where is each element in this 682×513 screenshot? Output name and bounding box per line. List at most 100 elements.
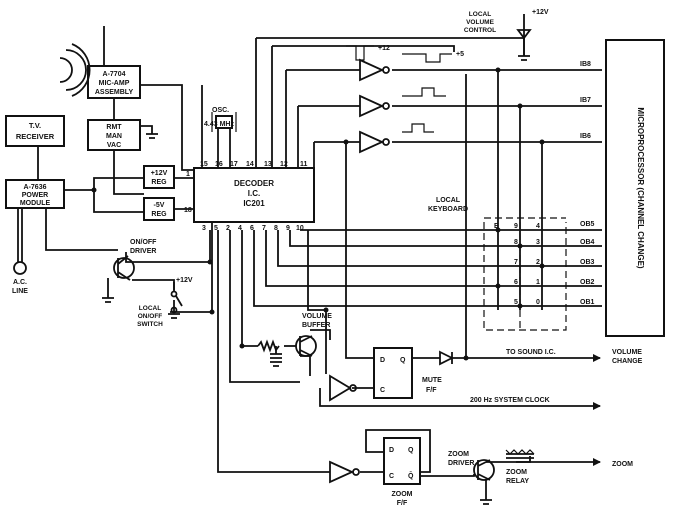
svg-text:14: 14 — [246, 161, 254, 168]
inverter-mute — [329, 374, 357, 402]
svg-text:IB8: IB8 — [580, 61, 591, 68]
system-clock-label: 200 Hz SYSTEM CLOCK — [470, 397, 550, 404]
wiring — [17, 26, 602, 500]
power-module-box: A-7636 POWER MODULE — [5, 179, 65, 209]
svg-text:ZOOM: ZOOM — [392, 491, 413, 498]
svg-text:F/F: F/F — [397, 500, 408, 507]
svg-text:16: 16 — [215, 161, 223, 168]
svg-text:VAC: VAC — [107, 142, 121, 149]
remote-signal-waves — [59, 43, 91, 97]
to-sound-ic-label: TO SOUND I.C. — [506, 349, 556, 356]
svg-text:ASSEMBLY: ASSEMBLY — [95, 89, 134, 96]
svg-text:15: 15 — [200, 161, 208, 168]
onoff-switch — [170, 282, 183, 314]
volume-buffer-label-1: VOLUME — [302, 313, 332, 320]
svg-text:OB1: OB1 — [580, 299, 595, 306]
volume-control-pot — [516, 14, 532, 56]
decoder-pin-numbers: 15 16 17 14 13 12 11 1 18 3 5 2 4 6 7 8 … — [184, 161, 308, 232]
svg-text:11: 11 — [300, 161, 308, 168]
local-keyboard-label-2: KEYBOARD — [428, 206, 468, 213]
tv-receiver-box: T.V. RECEIVER — [5, 115, 65, 147]
zoom-out-label: ZOOM — [612, 461, 633, 468]
svg-text:E: E — [494, 223, 499, 230]
svg-text:IB7: IB7 — [580, 97, 591, 104]
zoom-relay-label-2: RELAY — [506, 478, 529, 485]
plus5-pulse-label: +5 — [456, 51, 464, 58]
svg-text:MAN: MAN — [106, 133, 122, 140]
svg-text:F/F: F/F — [426, 387, 437, 394]
svg-text:17: 17 — [230, 161, 238, 168]
zoom-relay-label-1: ZOOM — [506, 469, 527, 476]
svg-text:MODULE: MODULE — [20, 200, 51, 207]
svg-text:I.C.: I.C. — [248, 189, 260, 198]
svg-text:18: 18 — [184, 207, 192, 214]
svg-text:5: 5 — [514, 299, 518, 306]
osc-label-2: OSC. — [212, 107, 229, 114]
local-onoff-label-3: SWITCH — [137, 321, 163, 328]
plus12-pulse-label: +12 — [378, 45, 390, 52]
decoder-ic-box: DECODER I.C. IC201 — [193, 167, 315, 223]
volume-buffer-label-2: BUFFER — [302, 322, 330, 329]
svg-text:POWER: POWER — [22, 192, 48, 199]
microprocessor-box: MICROPROCESSOR (CHANNEL CHANGE) — [605, 39, 665, 337]
labels: 4.43 MHz OSC. A.C. LINE ON/OFF DRIVER +1… — [12, 9, 643, 485]
svg-text:RECEIVER: RECEIVER — [16, 132, 55, 141]
svg-text:8: 8 — [514, 239, 518, 246]
bus-signal-labels: IB8 IB7 IB6 OB5 OB4 OB3 OB2 OB1 — [580, 61, 595, 306]
mute-diode — [439, 350, 455, 366]
svg-text:13: 13 — [264, 161, 272, 168]
svg-text:OB3: OB3 — [580, 259, 595, 266]
svg-text:4: 4 — [238, 225, 242, 232]
svg-text:4: 4 — [536, 223, 540, 230]
svg-text:9: 9 — [514, 223, 518, 230]
local-onoff-label-1: LOCAL — [139, 305, 161, 312]
svg-text:Q: Q — [408, 447, 414, 454]
svg-text:D: D — [380, 357, 385, 364]
inverter-ib6 — [359, 130, 390, 154]
ground-symbols — [102, 55, 530, 505]
svg-text:10: 10 — [296, 225, 304, 232]
svg-text:+12V: +12V — [151, 170, 168, 177]
plus12v-top-label: +12V — [532, 9, 549, 16]
svg-text:MICROPROCESSOR (CHANNEL CHANGE: MICROPROCESSOR (CHANNEL CHANGE) — [636, 107, 645, 269]
local-volume-label-2: VOLUME — [466, 19, 494, 26]
svg-text:6: 6 — [514, 279, 518, 286]
onoff-driver-transistor — [113, 255, 135, 281]
zoom-driver-transistor — [473, 459, 495, 481]
ac-line-label-2: LINE — [12, 288, 28, 295]
svg-text:MUTE: MUTE — [422, 377, 442, 384]
volume-buffer-transistor — [257, 335, 317, 359]
svg-text:12: 12 — [280, 161, 288, 168]
inverter-ib7 — [359, 94, 390, 118]
zoom-driver-label-1: ZOOM — [448, 451, 469, 458]
reg-5v-box: -5V REG — [143, 197, 175, 221]
svg-text:1: 1 — [186, 171, 190, 178]
ac-line-plug — [13, 261, 27, 275]
svg-text:OB4: OB4 — [580, 239, 595, 246]
inverter-zoom — [329, 460, 360, 484]
mute-ff-box: D Q C MUTE F/F — [373, 347, 442, 399]
svg-text:DECODER: DECODER — [234, 179, 274, 188]
svg-text:3: 3 — [202, 225, 206, 232]
svg-text:RMT: RMT — [106, 124, 122, 131]
rmt-vac-box: RMT MAN VAC — [87, 119, 141, 151]
volume-change-label-1: VOLUME — [612, 349, 642, 356]
local-keyboard-label-1: LOCAL — [436, 197, 461, 204]
local-onoff-label-2: ON/OFF — [138, 313, 163, 320]
plus12v-switch-label: +12V — [176, 277, 193, 284]
local-volume-label-3: CONTROL — [464, 27, 496, 34]
svg-text:OB2: OB2 — [580, 279, 595, 286]
inverter-ib8 — [359, 58, 390, 82]
svg-text:9: 9 — [286, 225, 290, 232]
local-volume-label-1: LOCAL — [469, 11, 491, 18]
svg-text:REG: REG — [151, 211, 167, 218]
keyboard-matrix — [483, 217, 567, 331]
zoom-ff-box: D Q C Q̄ ZOOM F/F — [383, 437, 421, 507]
svg-text:2: 2 — [226, 225, 230, 232]
crystal-oscillator — [211, 112, 237, 132]
svg-text:REG: REG — [151, 179, 167, 186]
keyboard-keys: E 9 4 8 3 7 2 6 1 5 0 — [494, 223, 540, 306]
svg-text:0: 0 — [536, 299, 540, 306]
svg-text:A-7704: A-7704 — [103, 71, 126, 78]
